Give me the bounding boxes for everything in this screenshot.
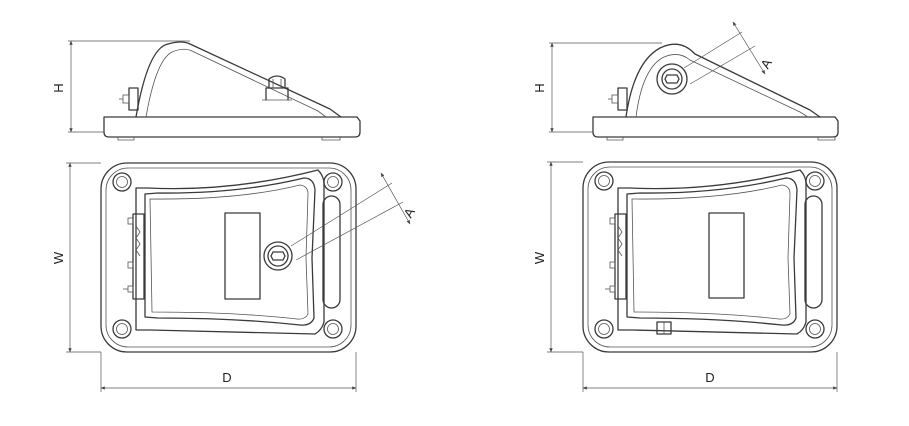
right-width-label: W [532,251,547,264]
right-a-label: A [757,56,774,71]
left-depth-label: D [222,370,231,385]
left-width-label: W [51,251,66,264]
left-a-label: A [400,205,417,220]
left-side-view: H [51,40,361,141]
right-height-label: H [532,83,547,92]
right-depth-label: D [705,370,714,385]
right-front-view: W D [532,161,838,392]
right-side-view: A H [532,21,839,141]
left-height-label: H [51,83,66,92]
left-front-view: A W D [51,162,418,392]
